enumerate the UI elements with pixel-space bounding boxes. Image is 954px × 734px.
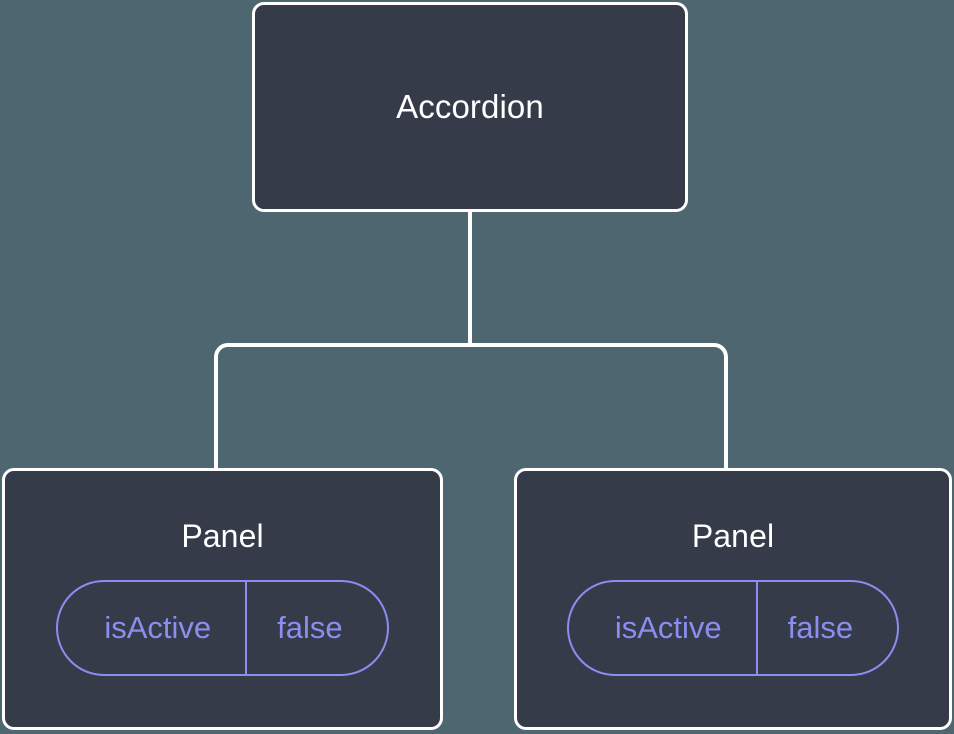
node-panel-1[interactable]: Panel isActive false [2,468,443,730]
node-accordion[interactable]: Accordion [252,2,688,212]
state-key-panel-2: isActive [614,610,722,646]
state-badge-panel-2[interactable]: isActive false [566,580,900,677]
node-panel-1-label: Panel [181,518,264,554]
state-value-panel-2: false [755,582,897,675]
state-value-panel-1: false [245,582,386,675]
node-accordion-label: Accordion [396,87,544,125]
state-key-panel-1: isActive [104,610,212,646]
node-panel-2[interactable]: Panel isActive false [514,468,952,730]
edge-root-to-panel-2 [470,343,728,470]
node-panel-2-label: Panel [691,518,775,554]
edge-root-to-panel-1 [214,343,470,470]
state-badge-panel-1[interactable]: isActive false [56,580,389,677]
